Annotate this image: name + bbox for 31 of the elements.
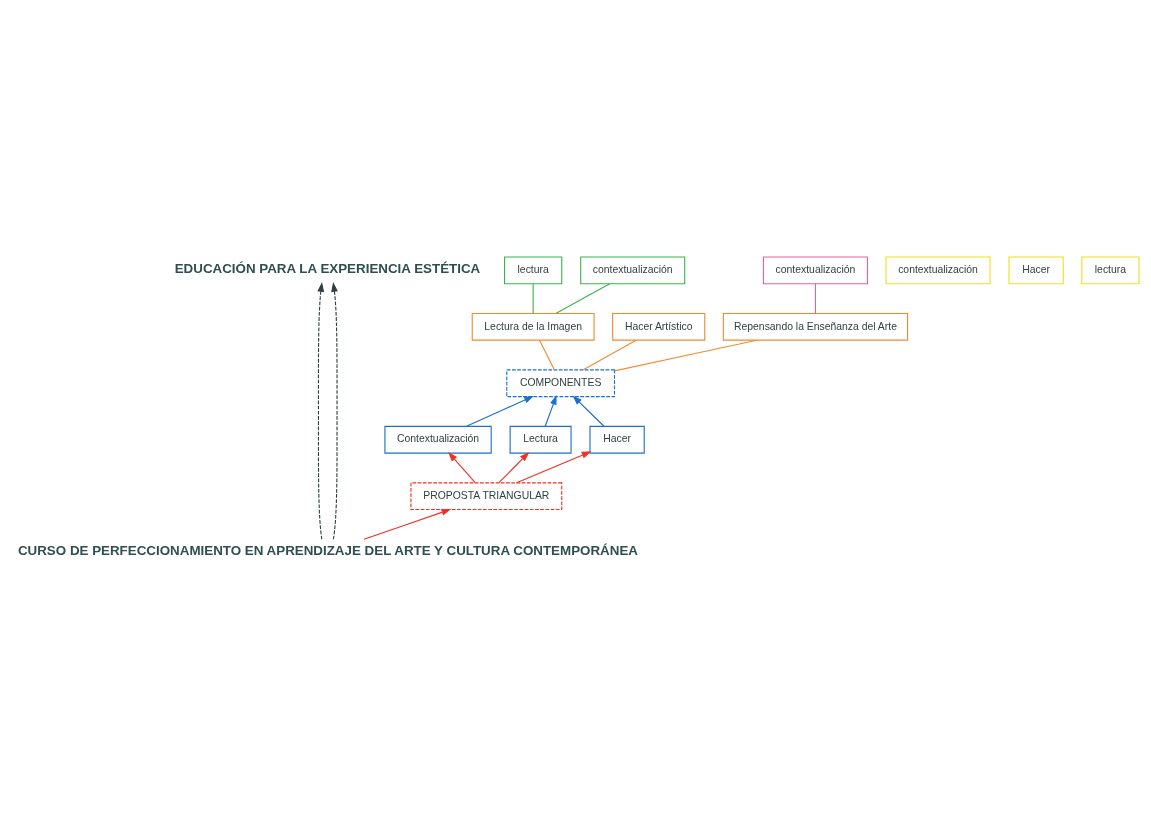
arrow [544, 395, 557, 427]
node-box: PROPOSTA TRIANGULAR [410, 482, 563, 511]
node-box: lectura [1081, 256, 1140, 285]
arrow [516, 451, 592, 484]
connector [814, 283, 816, 314]
arrow [363, 509, 452, 540]
node-box: Repensando la Enseñanza del Arte [722, 312, 909, 341]
arrow [498, 451, 530, 484]
connector [582, 339, 637, 371]
connector [614, 339, 758, 372]
node-box: Lectura de la Imagen [471, 312, 595, 341]
node-box: Contextualización [384, 425, 492, 454]
node-box: lectura [504, 256, 563, 285]
arrow [572, 395, 605, 427]
node-box: contextualización [885, 256, 991, 285]
node-box: Hacer Artístico [612, 312, 706, 341]
node-box: contextualización [762, 256, 869, 285]
node-box: Hacer [1008, 256, 1064, 285]
arrow [317, 282, 325, 540]
connector [555, 283, 611, 314]
node-text: CURSO DE PERFECCIONAMIENTO EN APRENDIZAJE DEL ARTE Y CULTURA CONTEMPORÁNEA [17, 543, 638, 559]
connector [538, 339, 555, 371]
arrow [331, 282, 338, 540]
node-box: contextualización [580, 256, 686, 285]
arrow [465, 396, 534, 427]
node-text: EDUCACIÓN PARA LA EXPERIENCIA ESTÉTICA [174, 260, 481, 276]
node-box: Hacer [589, 425, 645, 454]
node-box: Lectura [509, 425, 572, 454]
node-box: COMPONENTES [506, 369, 616, 398]
connector [532, 283, 534, 314]
arrow [448, 451, 476, 484]
